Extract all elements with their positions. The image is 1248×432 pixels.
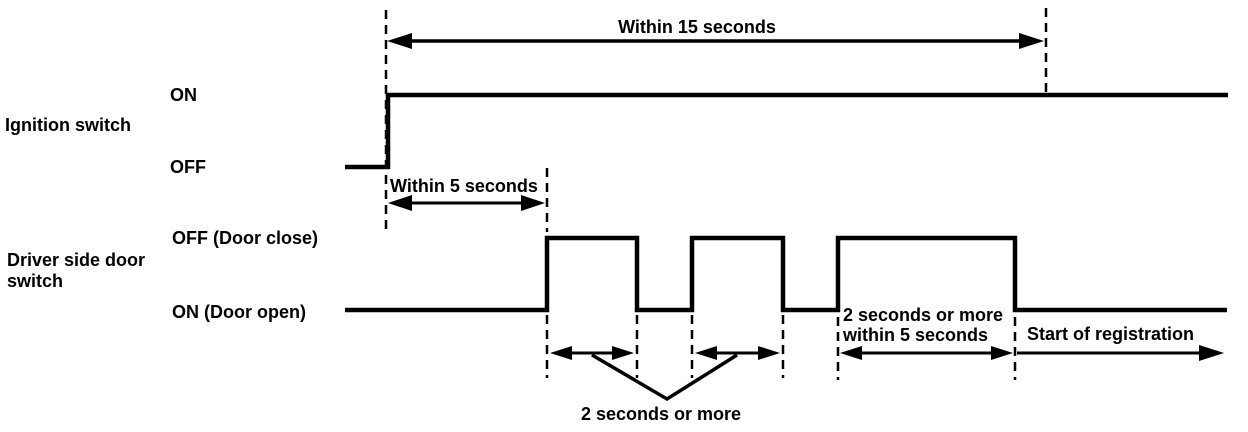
arrowhead-left-icon bbox=[550, 346, 572, 360]
final-pulse-note-line1: 2 seconds or more bbox=[843, 305, 1003, 325]
ignition-on-label: ON bbox=[170, 85, 197, 105]
arrowhead-left-icon bbox=[387, 33, 412, 49]
door-label-line1: Driver side door bbox=[7, 250, 145, 270]
pulse2-width-arrow bbox=[695, 346, 780, 360]
pulse-width-note-label: 2 seconds or more bbox=[581, 404, 741, 424]
ignition-waveform bbox=[345, 92, 1228, 170]
pulse1-width-arrow bbox=[550, 346, 634, 360]
arrowhead-left-icon bbox=[840, 346, 862, 360]
start-of-registration-arrow bbox=[1017, 345, 1224, 361]
within-5s-label: Within 5 seconds bbox=[390, 176, 538, 196]
callout-v-line bbox=[591, 353, 738, 402]
pulse3-duration-arrow bbox=[840, 346, 1013, 360]
ignition-off-label: OFF bbox=[170, 157, 206, 177]
arrowhead-right-icon bbox=[612, 346, 634, 360]
arrowhead-right-icon bbox=[991, 346, 1013, 360]
arrowhead-left-icon bbox=[388, 195, 412, 211]
arrowhead-right-icon bbox=[758, 346, 780, 360]
door-label-line2: switch bbox=[7, 271, 63, 291]
within-15s-label: Within 15 seconds bbox=[618, 17, 776, 37]
ignition-label: Ignition switch bbox=[5, 115, 131, 135]
arrowhead-right-icon bbox=[1019, 33, 1044, 49]
arrowhead-right-icon bbox=[521, 195, 545, 211]
door-waveform bbox=[345, 235, 1227, 313]
start-of-registration-label: Start of registration bbox=[1027, 324, 1194, 344]
arrowhead-right-icon bbox=[1199, 345, 1224, 361]
arrowhead-left-icon bbox=[695, 346, 717, 360]
door-on-label: ON (Door open) bbox=[172, 302, 306, 322]
within-15s-arrow bbox=[387, 33, 1044, 49]
door-off-label: OFF (Door close) bbox=[172, 228, 318, 248]
final-pulse-note-line2: within 5 seconds bbox=[842, 325, 988, 345]
within-5s-arrow bbox=[388, 195, 545, 211]
